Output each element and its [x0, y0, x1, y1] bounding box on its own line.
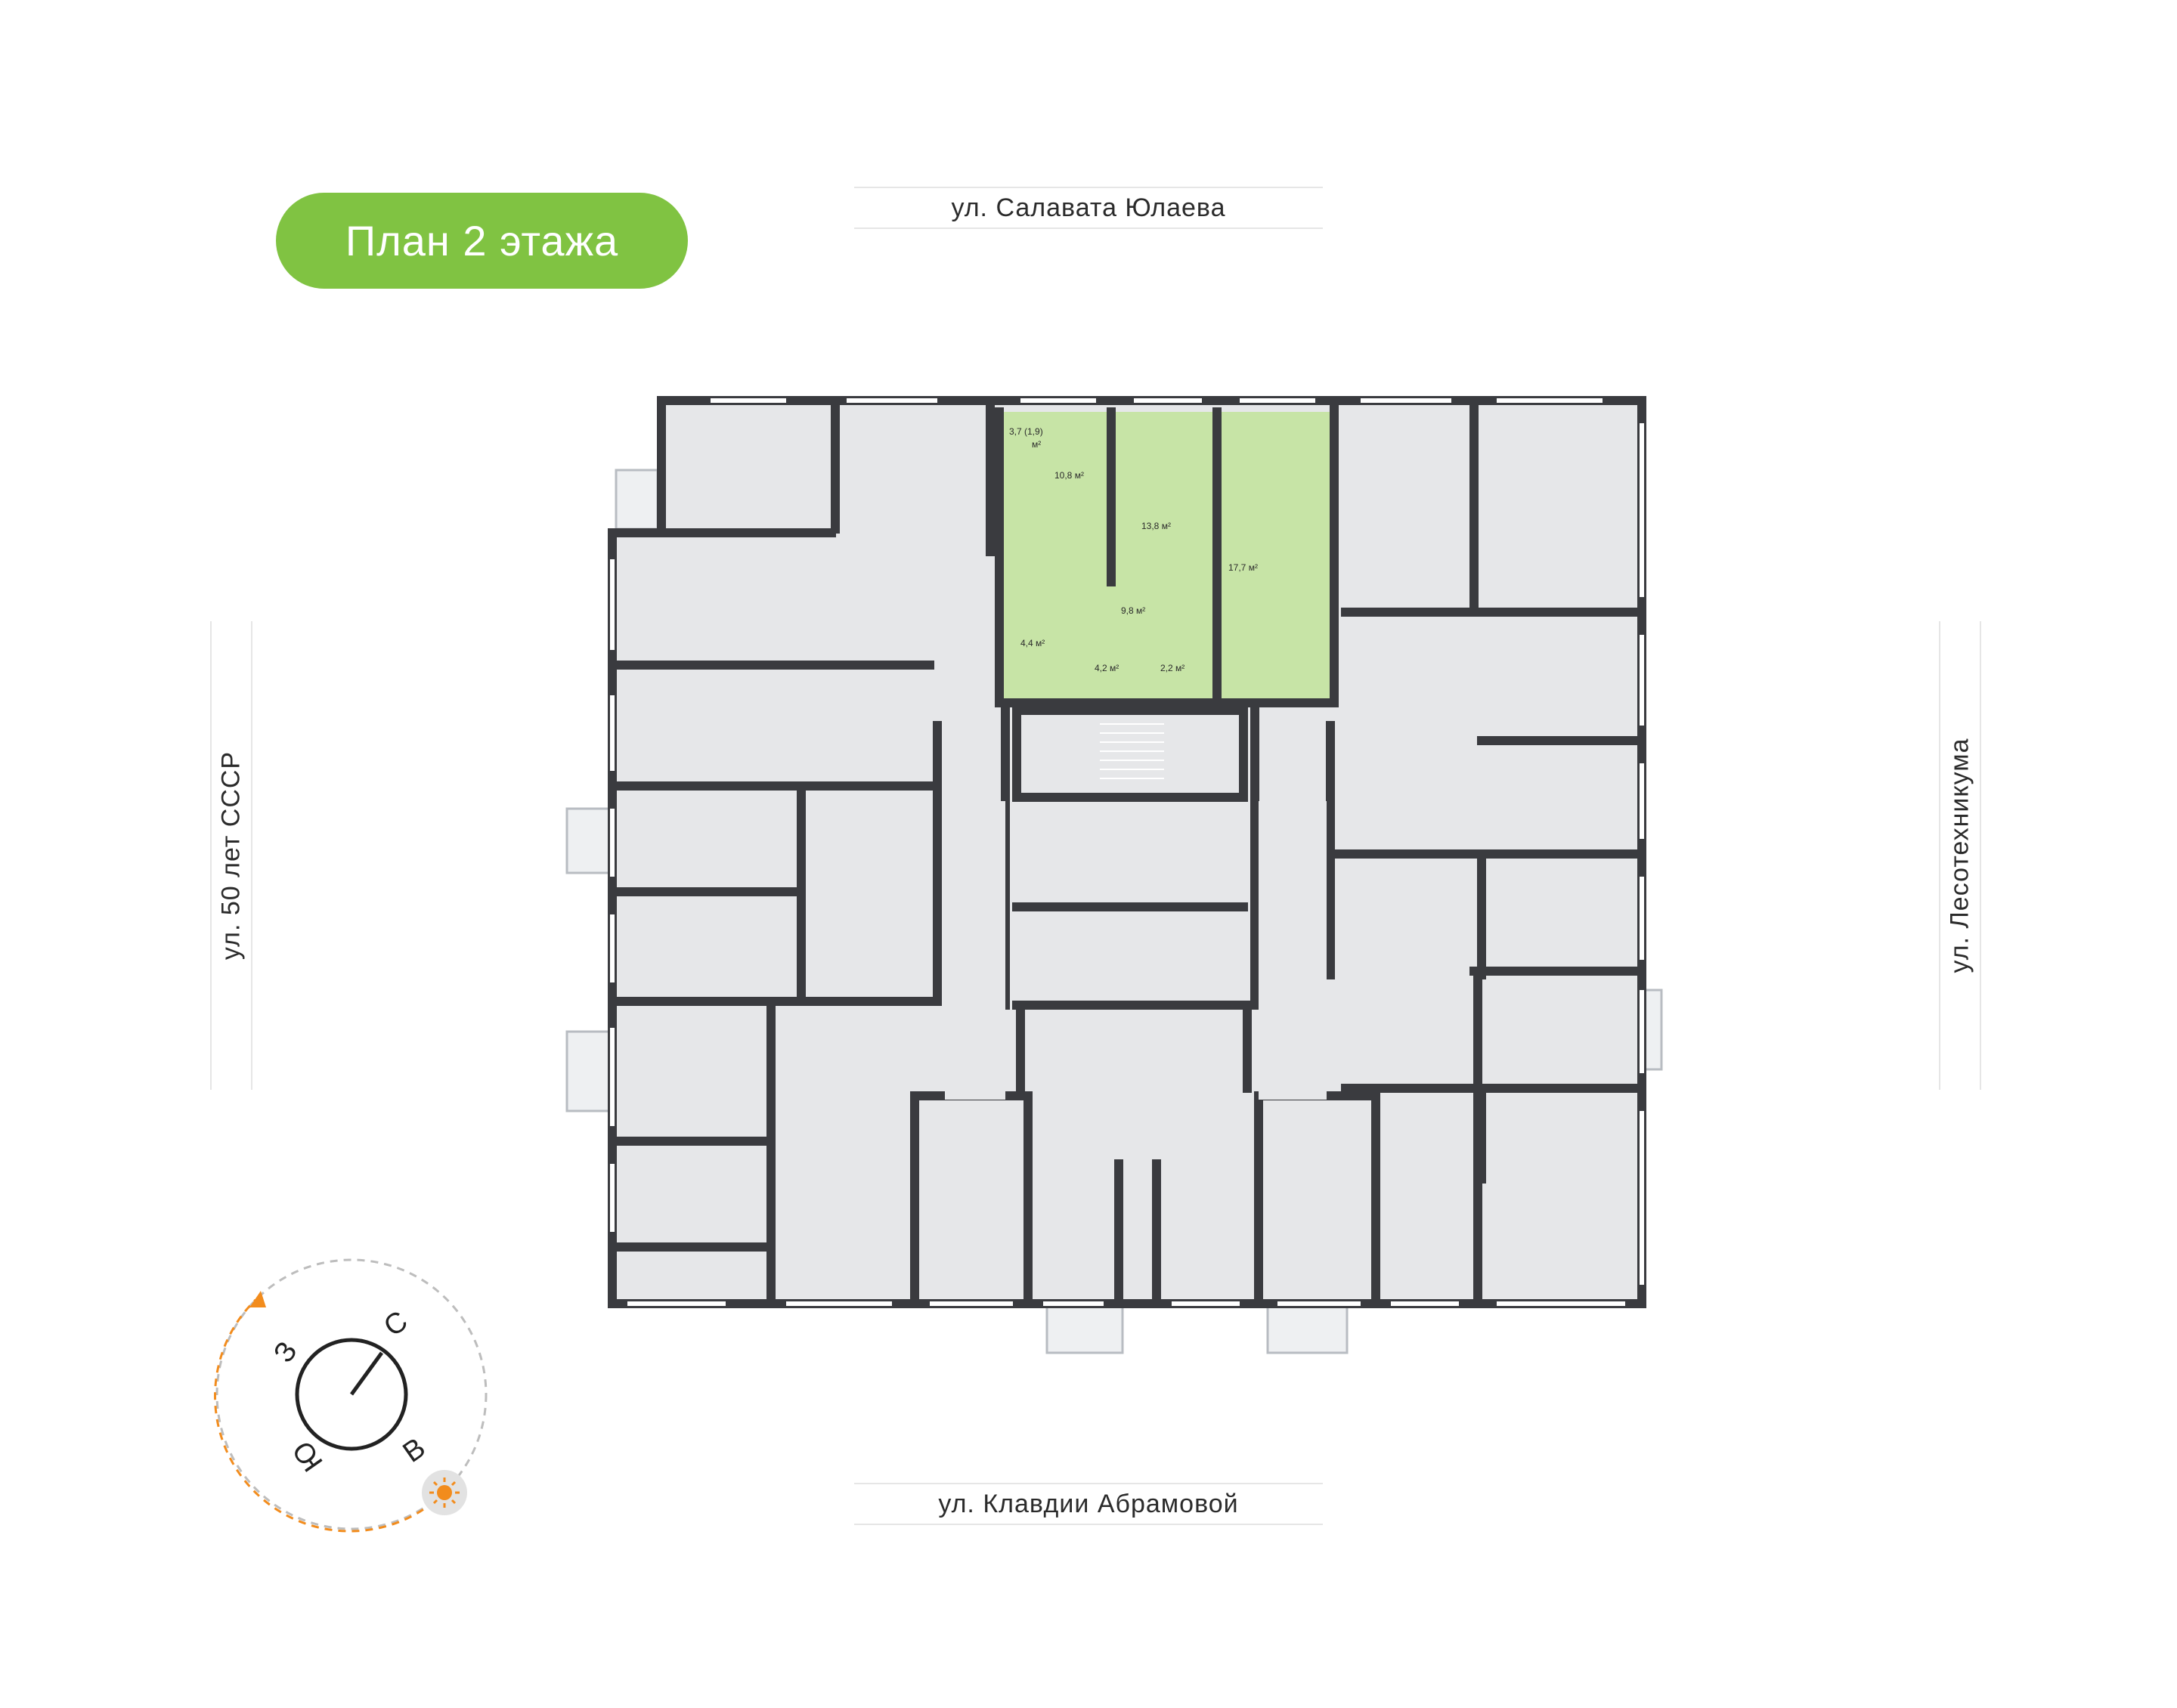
street-north: ул. Салавата Юлаева: [854, 187, 1323, 229]
balcony-s1: [1045, 1302, 1124, 1354]
apt-hall: [999, 584, 1217, 703]
street-south-label: ул. Клавдии Абрамовой: [938, 1489, 1239, 1518]
area-wc: 2,2 м²: [1160, 663, 1184, 673]
floor-title-badge: План 2 этажа: [276, 193, 688, 289]
corridor-west: [945, 801, 1005, 1100]
apt-bedroom: [1111, 412, 1217, 584]
compass-needle: [349, 1351, 384, 1396]
balcony-w2: [565, 1030, 614, 1112]
compass-east: В: [398, 1432, 432, 1469]
compass-path-sun: [213, 1298, 446, 1533]
area-living: 17,7 м²: [1228, 562, 1258, 573]
area-hallway: 4,4 м²: [1020, 638, 1045, 648]
stairs: [1100, 723, 1164, 779]
corridor-east: [1259, 801, 1327, 1100]
compass-north: С: [378, 1305, 413, 1343]
building-west-wing: [612, 533, 665, 1304]
area-bath: 4,2 м²: [1095, 663, 1119, 673]
stair-core: [1012, 706, 1248, 802]
area-hall: 9,8 м²: [1121, 605, 1145, 616]
area-balcony-unit: м²: [1032, 439, 1041, 450]
apt-living: [1217, 412, 1334, 703]
apt-kitchen: [999, 463, 1111, 584]
balcony-w1: [565, 807, 614, 874]
apt-balcony: [999, 412, 1111, 463]
balcony-nw: [615, 469, 659, 531]
balcony-s2: [1266, 1302, 1349, 1354]
compass-dial: [295, 1338, 408, 1451]
street-north-label: ул. Салавата Юлаева: [951, 193, 1226, 222]
street-south: ул. Клавдии Абрамовой: [854, 1483, 1323, 1525]
compass: С З Ю В: [213, 1258, 488, 1533]
area-bedroom: 13,8 м²: [1141, 521, 1171, 531]
sun-icon: [422, 1470, 467, 1515]
street-west: ул. 50 лет СССР: [210, 621, 252, 1090]
compass-arrow-icon: [249, 1291, 266, 1307]
compass-path-grey: [215, 1258, 488, 1530]
highlighted-apartment[interactable]: [999, 412, 1334, 703]
area-balcony: 3,7 (1,9): [1009, 426, 1043, 437]
compass-west: З: [268, 1336, 304, 1369]
street-east: ул. Лесотехникума: [1939, 621, 1981, 1090]
windows: [610, 398, 1644, 1306]
area-kitchen: 10,8 м²: [1054, 470, 1084, 481]
corridor: [945, 801, 1327, 1100]
apartment-area-labels: 3,7 (1,9) м² 10,8 м² 13,8 м² 17,7 м² 9,8…: [1009, 426, 1258, 673]
